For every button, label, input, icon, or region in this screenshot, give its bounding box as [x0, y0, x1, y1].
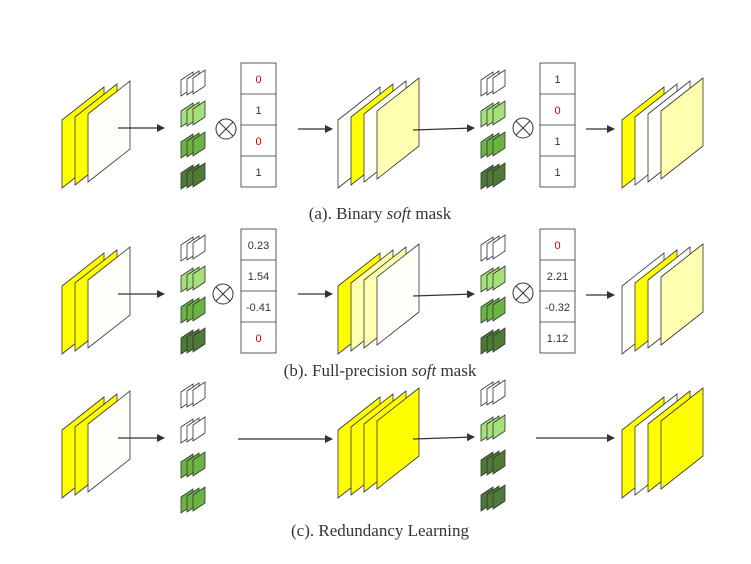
filter-pair-mid-green: [180, 131, 206, 159]
soft-mask-vector: 0.23 1.54 -0.41 0: [240, 228, 277, 354]
arrow-right-icon: [412, 124, 475, 133]
filter-pair-dark-green: [180, 327, 206, 355]
feature-map: [660, 77, 704, 180]
panel-caption: (c). Redundancy Learning: [291, 521, 469, 540]
filter-group: [180, 234, 206, 355]
circle-times-icon: [215, 118, 237, 140]
filter-pair-dark-green: [480, 162, 506, 190]
mask-value: 0: [554, 240, 560, 252]
mask-value: 1.54: [248, 271, 269, 283]
input-feature-maps: [61, 246, 131, 355]
mask-value: 1.12: [547, 333, 568, 345]
mask-value: 0: [255, 136, 261, 148]
filter-pair-dark-green: [480, 327, 506, 355]
panel-caption: (a). Binary soft mask: [309, 204, 452, 223]
filter-pair-white: [480, 69, 506, 97]
feature-map: [87, 80, 131, 183]
feature-map: [660, 243, 704, 346]
masked-feature-maps: [337, 77, 420, 189]
feature-map: [376, 243, 420, 346]
feature-map: [87, 390, 131, 493]
mask-value: -0.41: [246, 302, 271, 314]
feature-map: [376, 387, 420, 490]
filter-pair-light-green: [480, 265, 506, 293]
mask-value: 0: [255, 74, 261, 86]
filter-pair-light-green: [180, 100, 206, 128]
output-feature-maps: [621, 387, 704, 499]
arrow-right-icon: [412, 290, 475, 299]
mask-value: 1: [554, 74, 560, 86]
mask-value: 0: [554, 105, 560, 117]
mask-value: 2.21: [547, 271, 568, 283]
mask-value: 1: [554, 167, 560, 179]
filter-pair-dark-green: [480, 449, 506, 477]
filter-group: [480, 69, 506, 190]
soft-mask-vector: 0 1 0 1: [240, 62, 277, 188]
panel-caption: (b). Full-precision soft mask: [284, 361, 477, 380]
filter-group: [180, 69, 206, 190]
soft-mask-vector: 0 2.21 -0.32 1.12: [539, 228, 576, 354]
feature-map: [376, 77, 420, 180]
intermediate-feature-maps: [337, 387, 420, 499]
filter-pair-mid-green: [180, 296, 206, 324]
circle-times-icon: [512, 117, 534, 139]
circle-times-icon: [212, 283, 234, 305]
filter-pair-light-green: [480, 100, 506, 128]
panel-full-precision-soft-mask: 0.23 1.54 -0.41 0: [61, 228, 704, 380]
filter-pair-white: [180, 69, 206, 97]
mask-value: -0.32: [545, 302, 570, 314]
circle-times-icon: [512, 282, 534, 304]
filter-pair-white: [480, 379, 506, 407]
mask-value: 0.23: [248, 240, 269, 252]
mask-value: 0: [255, 333, 261, 345]
filter-pair-mid-green: [180, 451, 206, 479]
panel-binary-soft-mask: 0 1 0 1: [61, 62, 704, 223]
masked-feature-maps: [337, 243, 420, 355]
filter-pair-white: [180, 416, 206, 444]
input-feature-maps: [61, 80, 131, 189]
panel-redundancy-learning: (c). Redundancy Learning: [61, 379, 704, 540]
mask-value: 1: [255, 105, 261, 117]
filter-pair-mid-green: [180, 486, 206, 514]
filter-pair-white: [480, 234, 506, 262]
filter-pair-light-green: [180, 265, 206, 293]
filter-pair-light-green: [480, 414, 506, 442]
arrow-right-icon: [412, 433, 475, 442]
filter-pair-mid-green: [480, 296, 506, 324]
feature-map: [660, 387, 704, 490]
filter-pair-white: [180, 381, 206, 409]
filter-pair-mid-green: [480, 131, 506, 159]
output-feature-maps: [621, 77, 704, 189]
mask-value: 1: [554, 136, 560, 148]
output-feature-maps: [621, 243, 704, 355]
filter-pair-dark-green: [180, 162, 206, 190]
filter-pair-dark-green: [480, 484, 506, 512]
filter-group: [180, 381, 206, 514]
feature-map: [87, 246, 131, 349]
filter-group: [480, 234, 506, 355]
soft-mask-vector: 1 0 1 1: [539, 62, 576, 188]
input-feature-maps: [61, 390, 131, 499]
filter-group: [480, 379, 506, 512]
mask-value: 1: [255, 167, 261, 179]
filter-pair-white: [180, 234, 206, 262]
